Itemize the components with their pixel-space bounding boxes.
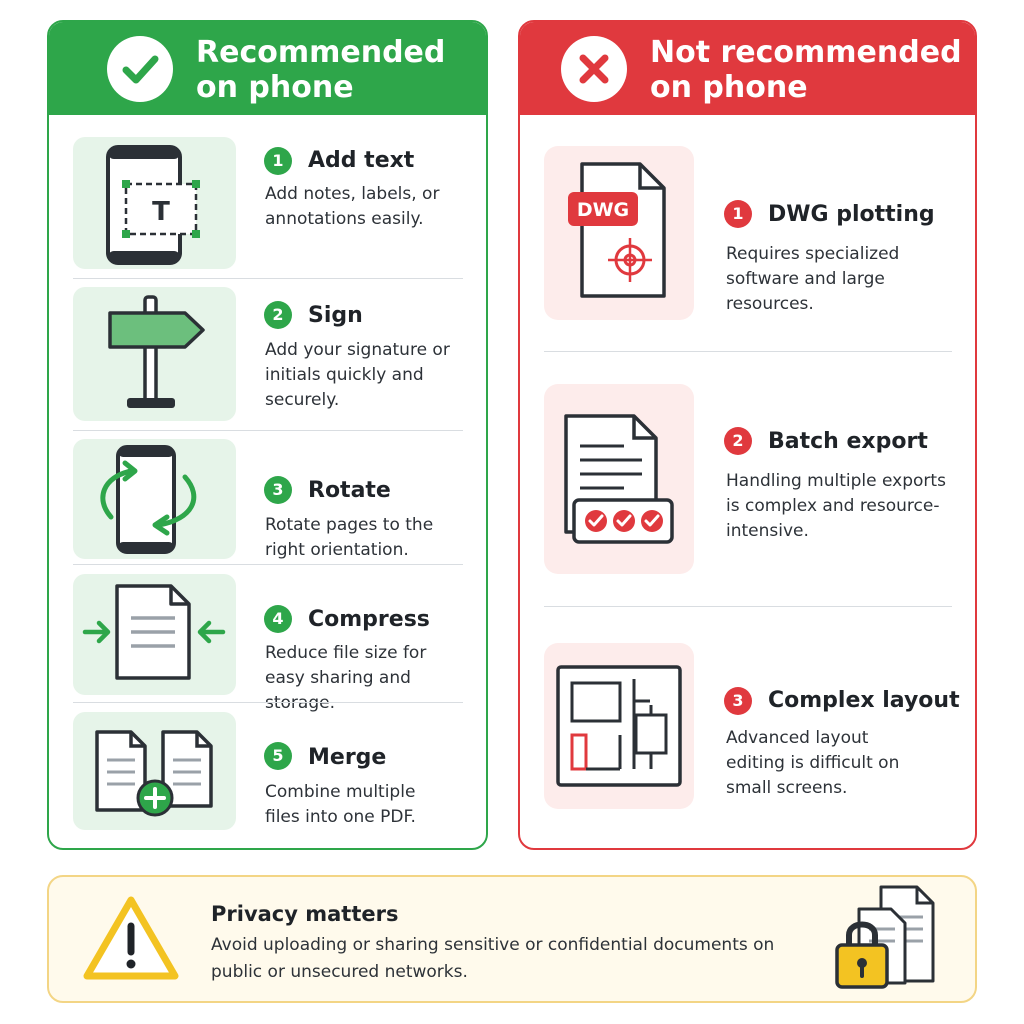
item-title: DWG plotting: [768, 202, 935, 227]
recommended-item-merge: 5 Merge Combine multiple files into one …: [49, 710, 486, 840]
not-recommended-header: Not recommended on phone: [520, 22, 975, 115]
item-title: Sign: [308, 303, 363, 328]
item-number: 3: [724, 687, 752, 715]
item-title: Add text: [308, 148, 415, 173]
divider: [544, 351, 952, 352]
item-description: Requires specialized software and large …: [726, 244, 900, 314]
signpost-icon: [73, 287, 236, 421]
not-recommended-title: Not recommended on phone: [650, 35, 962, 105]
item-description: Combine multiple files into one PDF.: [265, 782, 416, 827]
not-recommended-panel: Not recommended on phone DWG 1 DWG plott…: [518, 20, 977, 850]
item-title: Complex layout: [768, 688, 960, 713]
item-number: 1: [724, 200, 752, 228]
item-title: Merge: [308, 745, 387, 770]
rotate-phone-icon: [73, 439, 236, 559]
recommended-item-compress: 4 Compress Reduce file size for easy sha…: [49, 573, 486, 713]
recommended-item-sign: 2 Sign Add your signature or initials qu…: [49, 287, 486, 437]
item-title: Compress: [308, 607, 430, 632]
divider: [73, 702, 463, 703]
divider: [73, 564, 463, 565]
merge-files-icon: [73, 712, 236, 830]
recommended-item-add-text: T 1 Add text Add notes, labels, or annot…: [49, 135, 486, 285]
divider: [73, 278, 463, 279]
item-number: 1: [264, 147, 292, 175]
recommended-item-rotate: 3 Rotate Rotate pages to the right orien…: [49, 439, 486, 569]
not-recommended-item-complex-layout: 3 Complex layout Advanced layout editing…: [520, 643, 975, 833]
item-description: Rotate pages to the right orientation.: [265, 515, 434, 560]
cross-icon: [561, 36, 627, 102]
divider: [73, 430, 463, 431]
privacy-banner: Privacy matters Avoid uploading or shari…: [47, 875, 977, 1003]
lock-document-icon: [835, 885, 935, 989]
privacy-description: Avoid uploading or sharing sensitive or …: [211, 935, 775, 982]
recommended-panel: Recommended on phone T 1 Add text Add no…: [47, 20, 488, 850]
item-description: Advanced layout editing is difficult on …: [726, 728, 900, 798]
compress-file-icon: [73, 574, 236, 695]
item-description: Reduce file size for easy sharing and st…: [265, 643, 427, 713]
recommended-header: Recommended on phone: [49, 22, 486, 115]
dwg-file-icon: DWG: [544, 146, 694, 320]
dwg-label: DWG: [577, 199, 629, 221]
svg-text:T: T: [152, 197, 170, 227]
not-recommended-item-batch-export: 2 Batch export Handling multiple exports…: [520, 384, 975, 604]
check-icon: [107, 36, 173, 102]
complex-layout-icon: [544, 643, 694, 809]
item-number: 2: [724, 427, 752, 455]
privacy-title: Privacy matters: [211, 902, 399, 926]
item-number: 3: [264, 476, 292, 504]
item-description: Add notes, labels, or annotations easily…: [265, 184, 440, 229]
divider: [544, 606, 952, 607]
item-number: 5: [264, 742, 292, 770]
item-description: Handling multiple exports is complex and…: [726, 471, 946, 541]
item-description: Add your signature or initials quickly a…: [265, 340, 450, 410]
text-tool-phone-icon: T: [73, 137, 236, 269]
batch-export-icon: [544, 384, 694, 574]
item-number: 4: [264, 605, 292, 633]
item-number: 2: [264, 301, 292, 329]
recommended-title: Recommended on phone: [196, 35, 446, 105]
item-title: Batch export: [768, 429, 928, 454]
warning-icon: [83, 896, 179, 980]
item-title: Rotate: [308, 478, 391, 503]
not-recommended-item-dwg-plotting: DWG 1 DWG plotting Requires specialized …: [520, 146, 975, 346]
